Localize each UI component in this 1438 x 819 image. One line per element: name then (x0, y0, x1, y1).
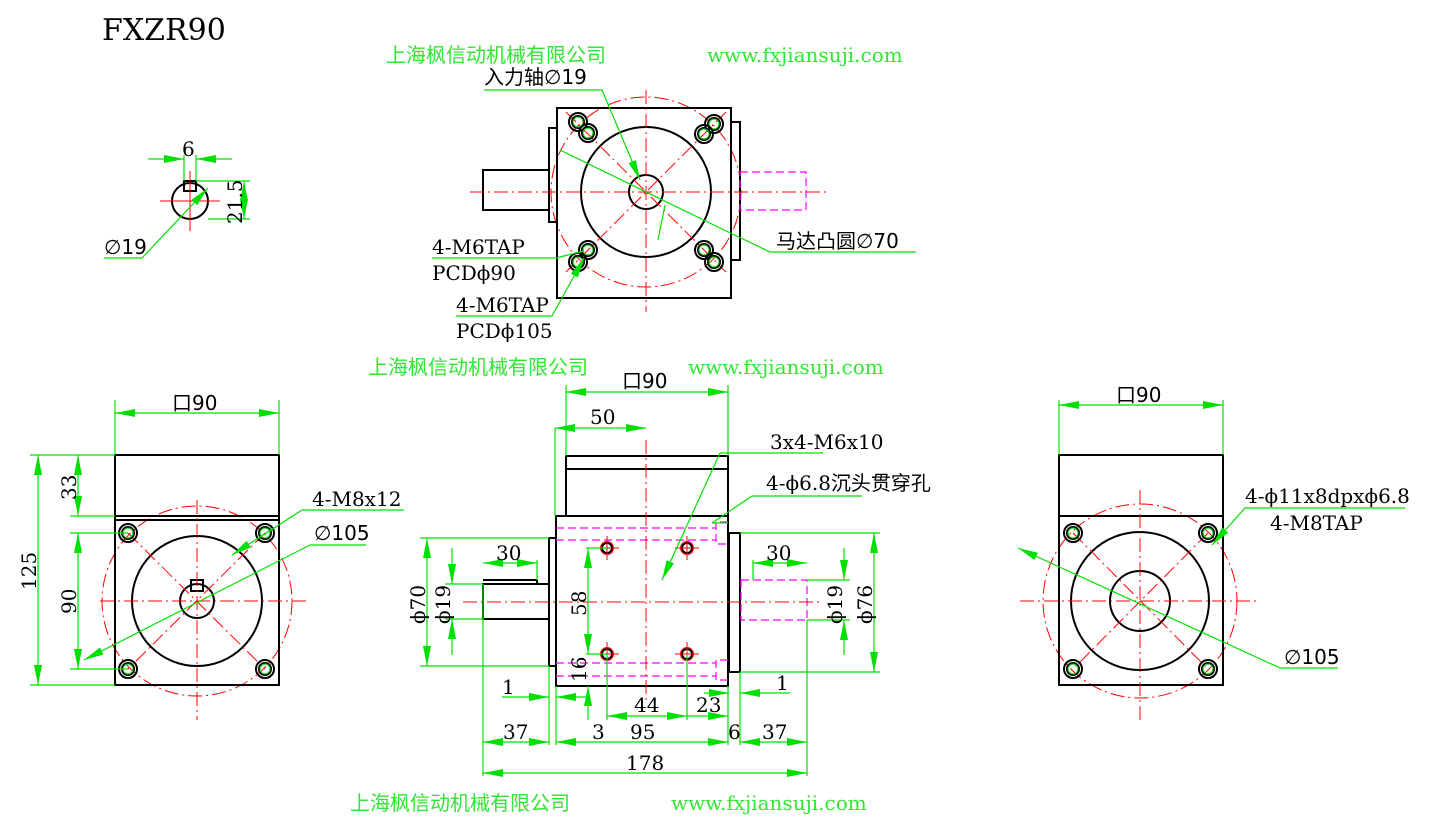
pcd-outer-label: PCDϕ105 (456, 319, 553, 343)
shaft-dia-label: ∅19 (104, 235, 147, 259)
dim-95: 95 (630, 720, 655, 744)
tap-outer-label: 4-M6TAP (456, 293, 549, 317)
right-shaft-dia-label: ϕ19 (823, 585, 847, 624)
dim-44: 44 (634, 693, 659, 717)
right-shaft-len: 30 (766, 541, 791, 565)
left-thread-label: 4-M8x12 (312, 487, 401, 511)
dim-178: 178 (626, 751, 664, 775)
right-pcd-label: ∅105 (1284, 645, 1340, 669)
dim-6: 6 (728, 720, 741, 744)
left-shaft-dia-label: ϕ19 (431, 585, 455, 624)
watermark-url: www.fxjiansuji.com (707, 43, 903, 67)
watermark-url: www.fxjiansuji.com (671, 791, 867, 815)
dim-37-left: 37 (503, 720, 528, 744)
watermark-company: 上海枫信动机械有限公司 (350, 791, 570, 815)
hole-note: 4-ϕ6.8沉头贯穿孔 (766, 471, 931, 495)
dim-3: 3 (592, 720, 605, 744)
watermark-url: www.fxjiansuji.com (688, 355, 884, 379)
watermark-company: 上海枫信动机械有限公司 (368, 355, 588, 379)
watermark-middle: 上海枫信动机械有限公司 www.fxjiansuji.com (368, 355, 884, 379)
watermark-bottom: 上海枫信动机械有限公司 www.fxjiansuji.com (350, 791, 867, 815)
motor-boss-label: 马达凸圆∅70 (776, 229, 899, 253)
dim-23: 23 (696, 693, 721, 717)
watermark-company: 上海枫信动机械有限公司 (386, 43, 606, 67)
dim-1-right: 1 (776, 671, 789, 695)
top-view: 入力轴∅19 马达凸圆∅70 4-M6TAP PCDϕ90 4-M6TAP PC… (432, 65, 916, 343)
right-view: 口90 4-ϕ11x8dpxϕ6.8 4-M8TAP ∅105 (1017, 383, 1410, 720)
watermark-top: 上海枫信动机械有限公司 www.fxjiansuji.com (386, 43, 903, 67)
input-shaft-label: 入力轴∅19 (484, 65, 587, 89)
dim-1-left: 1 (502, 675, 515, 699)
shaft-key-detail: 6 21.5 ∅19 (104, 137, 250, 259)
right-flange-dia-label: ϕ76 (853, 585, 877, 624)
dim-50: 50 (590, 405, 615, 429)
front-square-label: 口90 (622, 369, 667, 393)
left-square-label: 口90 (172, 391, 217, 415)
pcd-inner-label: PCDϕ90 (432, 261, 516, 285)
front-view: 口90 50 3x4-M6x10 4-ϕ6.8沉头贯穿孔 ϕ70 ϕ19 30 … (406, 369, 931, 777)
dim-37-right: 37 (762, 720, 787, 744)
thread-note: 3x4-M6x10 (770, 430, 883, 454)
flange-dia-label: ϕ70 (406, 585, 430, 624)
key-height-label: 21.5 (223, 179, 247, 224)
dim-90: 90 (57, 589, 81, 614)
key-width-label: 6 (182, 137, 195, 161)
drawing-title: FXZR90 (102, 13, 226, 48)
counterbore-label: 4-ϕ11x8dpxϕ6.8 (1245, 484, 1410, 508)
right-square-label: 口90 (1116, 383, 1161, 407)
left-pcd-label: ∅105 (314, 521, 370, 545)
dim-16: 16 (567, 657, 591, 682)
tap-inner-label: 4-M6TAP (432, 235, 525, 259)
right-tap-label: 4-M8TAP (1270, 511, 1363, 535)
dim-33: 33 (57, 475, 81, 500)
left-view: 口90 125 33 90 4-M8x12 ∅105 (17, 391, 404, 720)
left-shaft-len: 30 (496, 541, 521, 565)
dim-58: 58 (567, 591, 591, 616)
dim-125: 125 (17, 552, 41, 590)
